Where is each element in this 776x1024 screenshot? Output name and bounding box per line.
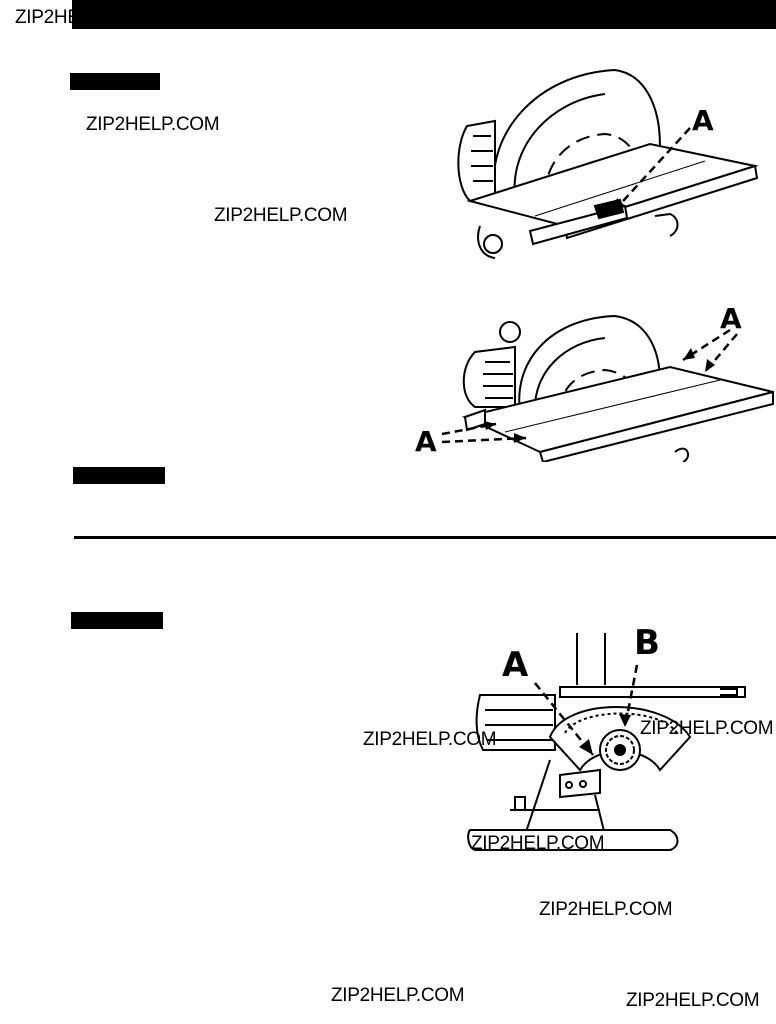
svg-text:A: A [502,645,529,682]
fig2-arrows-left [441,421,527,444]
svg-text:A: A [720,302,742,334]
svg-text:A: A [692,104,714,136]
figure-saw-table-1 [457,68,759,259]
watermark-7: ZIP2HELP.COM [331,985,465,1006]
header-watermark: ZIP2HE [15,7,72,28]
fig3-callout-a: A [502,645,529,682]
figure-tilt-mechanism [467,633,746,851]
watermark-3: ZIP2HELP.COM [363,729,497,750]
watermark-2: ZIP2HELP.COM [214,205,348,226]
figure-saw-table-2 [461,314,774,462]
watermark-8: ZIP2HELP.COM [626,990,760,1011]
watermark-1: ZIP2HELP.COM [86,114,220,135]
redacted-label-2 [73,467,165,484]
svg-text:A: A [415,425,437,457]
redacted-label-3 [71,612,163,629]
watermark-6: ZIP2HELP.COM [539,899,673,920]
fig2-callout-a-left: A [415,425,437,457]
fig2-callout-a-top: A [720,302,742,334]
fig1-callout-a: A [692,104,714,136]
section-divider [74,536,776,539]
redacted-label-1 [70,73,160,90]
fig3-callout-b: B [634,623,660,660]
svg-text:B: B [634,623,660,660]
header-bar [72,0,776,29]
watermark-4: ZIP2HELP.COM [640,718,774,739]
watermark-5: ZIP2HELP.COM [471,833,605,854]
